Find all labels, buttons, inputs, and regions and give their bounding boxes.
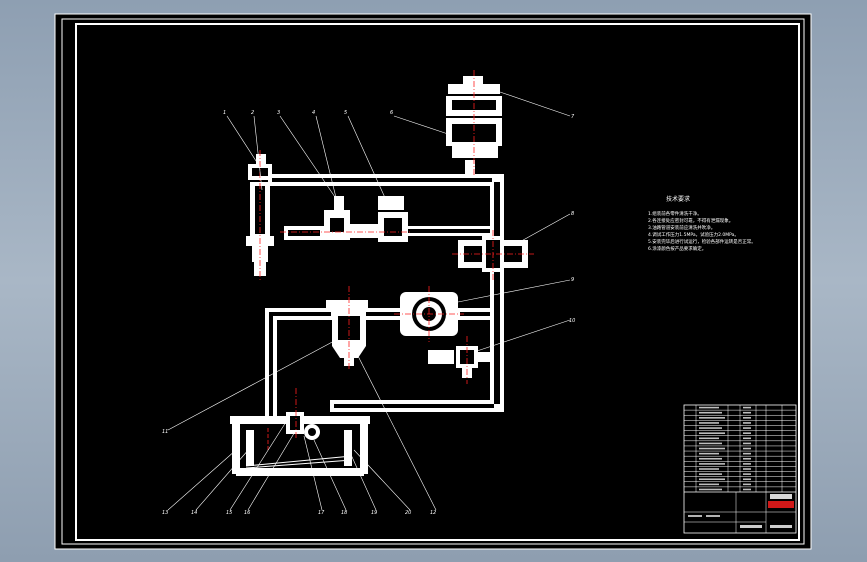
callout-17: 17 bbox=[318, 510, 325, 516]
callout-6: 6 bbox=[390, 110, 393, 116]
callout-3: 3 bbox=[277, 110, 280, 116]
parts-list-entry-mark bbox=[699, 483, 719, 486]
check-valve bbox=[428, 336, 478, 384]
parts-list-entry-mark bbox=[699, 411, 722, 414]
drawing-sheet bbox=[54, 13, 812, 550]
parts-list-entry-mark bbox=[743, 478, 751, 481]
accumulator-cylinder bbox=[446, 70, 502, 176]
callout-5: 5 bbox=[344, 110, 347, 116]
tech-req-line-2: 2.各连接处应密封可靠，不得有泄漏现象。 bbox=[648, 217, 733, 224]
callout-16: 16 bbox=[244, 510, 250, 516]
parts-list-entry-mark bbox=[743, 447, 751, 450]
callout-20: 20 bbox=[405, 510, 411, 516]
callout-2: 2 bbox=[251, 110, 254, 116]
directional-valve bbox=[452, 230, 534, 280]
parts-list-rows bbox=[684, 409, 796, 488]
parts-list-entry-mark bbox=[743, 437, 751, 440]
parts-list-entry-mark bbox=[699, 447, 725, 450]
tech-req-line-1: 1.组装前各零件清洗干净。 bbox=[648, 210, 702, 217]
pipe-bores bbox=[269, 178, 500, 420]
callout-10: 10 bbox=[569, 318, 575, 324]
tech-req-line-3: 3.油路管道安装前应清洗并吹净。 bbox=[648, 224, 715, 231]
parts-list-entry-mark bbox=[699, 432, 725, 434]
tech-req-line-4: 4.调试工作压力1.5MPa，试验压力2.0MPa。 bbox=[648, 231, 739, 238]
title-block-name-cell bbox=[770, 494, 792, 499]
callout-12: 12 bbox=[430, 510, 436, 516]
flowmeter-column bbox=[246, 150, 274, 282]
parts-list-entry-mark bbox=[743, 427, 751, 429]
parts-list-entry-mark bbox=[699, 478, 725, 481]
parts-list-entry-mark bbox=[743, 442, 751, 445]
parts-list-entry-mark bbox=[699, 422, 719, 424]
callout-18: 18 bbox=[341, 510, 347, 516]
tech-req-line-6: 6.涂漆颜色按产品要求确定。 bbox=[648, 245, 706, 252]
parts-list-entry-mark bbox=[743, 463, 751, 465]
parts-list-entry-mark bbox=[699, 488, 722, 491]
callout-15: 15 bbox=[226, 510, 232, 516]
parts-list-entry-mark bbox=[743, 468, 751, 470]
tech-req-title: 技术要求 bbox=[666, 195, 690, 203]
parts-list-entry-mark bbox=[743, 488, 751, 491]
parts-list bbox=[683, 404, 797, 534]
callout-4: 4 bbox=[312, 110, 315, 116]
parts-list-entry-mark bbox=[699, 468, 719, 470]
parts-list-entry-mark bbox=[699, 427, 722, 429]
title-block bbox=[688, 494, 794, 528]
inner-frame bbox=[75, 23, 800, 541]
throttle-valve-assembly bbox=[280, 196, 412, 242]
callout-1: 1 bbox=[223, 110, 226, 116]
leader-lines bbox=[167, 91, 571, 511]
oil-filter bbox=[326, 286, 368, 370]
parts-list-entry-mark bbox=[699, 457, 722, 460]
parts-list-entry-mark bbox=[699, 463, 725, 465]
parts-list-entry-mark bbox=[699, 417, 725, 419]
callout-9: 9 bbox=[571, 277, 574, 283]
gear-pump bbox=[394, 286, 464, 342]
title-block-stamp bbox=[768, 501, 794, 508]
parts-list-entry-mark bbox=[743, 411, 751, 414]
parts-list-entry-mark bbox=[743, 432, 751, 434]
parts-list-entry-mark bbox=[743, 417, 751, 419]
parts-list-entry-mark bbox=[699, 473, 722, 475]
parts-list-entry-mark bbox=[743, 452, 751, 455]
callout-11: 11 bbox=[162, 429, 168, 435]
parts-list-entry-mark bbox=[743, 483, 751, 486]
parts-list-entry-mark bbox=[743, 422, 751, 424]
technical-requirements: 技术要求 1.组装前各零件清洗干净。 2.各连接处应密封可靠，不得有泄漏现象。 … bbox=[648, 195, 756, 252]
tech-req-line-5: 5.安装完毕后进行试运行，检验各部件运转是否正常。 bbox=[648, 238, 756, 245]
parts-list-entry-mark bbox=[699, 437, 719, 440]
parts-list-entry-mark bbox=[699, 442, 722, 445]
callout-labels: 1 2 3 4 5 6 7 8 9 10 11 12 13 14 15 16 1… bbox=[162, 110, 575, 516]
callout-14: 14 bbox=[191, 510, 197, 516]
callout-13: 13 bbox=[162, 510, 168, 516]
parts-list-entry-mark bbox=[699, 406, 719, 409]
parts-list-entries bbox=[699, 406, 751, 491]
parts-list-entry-mark bbox=[699, 452, 719, 455]
callout-8: 8 bbox=[571, 211, 574, 217]
callout-7: 7 bbox=[571, 114, 575, 120]
callout-19: 19 bbox=[371, 510, 377, 516]
parts-list-entry-mark bbox=[743, 406, 751, 409]
parts-list-entry-mark bbox=[743, 473, 751, 475]
parts-list-entry-mark bbox=[743, 457, 751, 460]
outer-border bbox=[61, 18, 805, 545]
